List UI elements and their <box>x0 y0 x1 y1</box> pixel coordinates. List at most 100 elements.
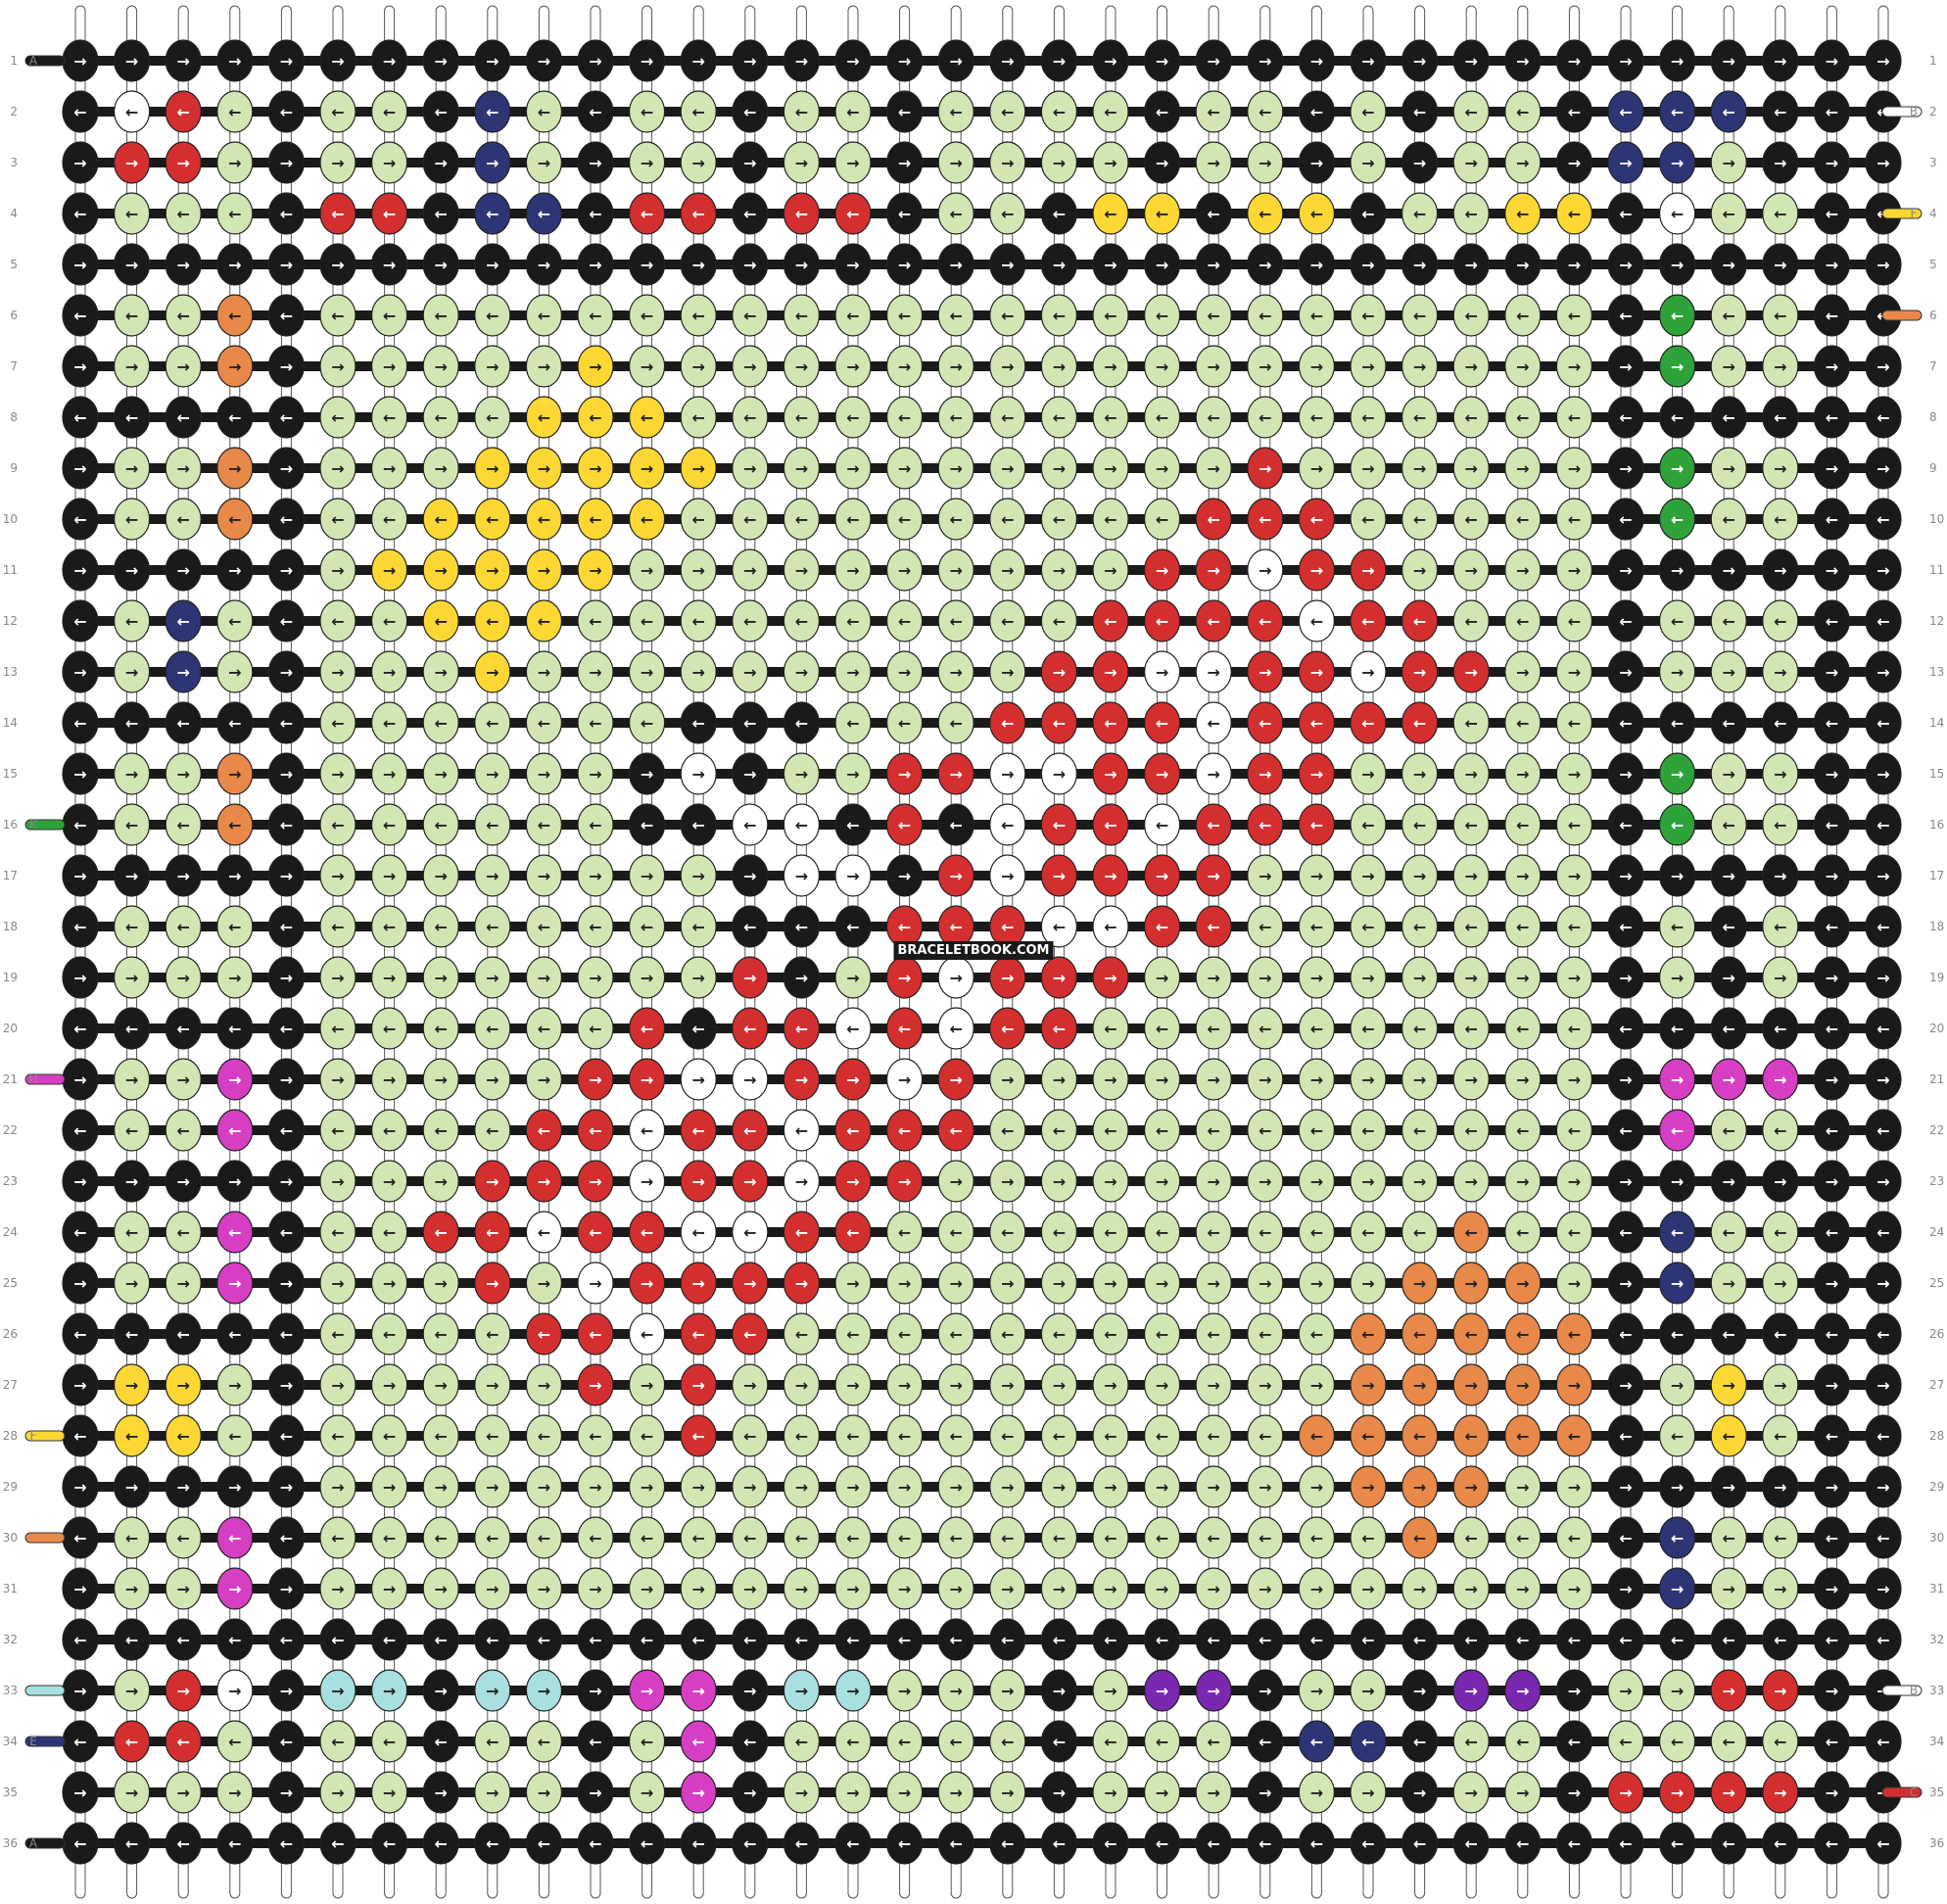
arrow-right-icon: → <box>434 663 447 682</box>
arrow-left-icon: ← <box>1207 714 1219 733</box>
knot: → <box>783 1058 821 1101</box>
arrow-left-icon: ← <box>1826 1529 1838 1547</box>
strand-tag-shape <box>24 1837 66 1849</box>
arrow-right-icon: → <box>1516 459 1529 478</box>
knot-shape <box>783 1160 821 1203</box>
knot: ← <box>1452 701 1490 744</box>
knot-shape <box>783 447 821 490</box>
knot-shape <box>783 1261 821 1305</box>
arrow-left-icon: ← <box>1722 816 1734 834</box>
arrow-left-icon: ← <box>1774 714 1786 733</box>
knot: → <box>1504 447 1542 490</box>
row-number-right: 8 <box>1929 410 1937 424</box>
knot-shape <box>1298 1771 1336 1814</box>
knot-shape <box>1710 243 1747 286</box>
arrow-right-icon: → <box>795 1682 808 1700</box>
arrow-left-icon: ← <box>846 1631 859 1649</box>
knot-shape <box>783 1414 821 1457</box>
knot: → <box>1813 345 1851 388</box>
arrow-left-icon: ← <box>1053 918 1066 936</box>
knot-shape <box>1401 447 1439 490</box>
knot: ← <box>1350 701 1387 744</box>
knot: ← <box>319 803 356 846</box>
knot-shape <box>989 1669 1026 1712</box>
knot-shape <box>1555 192 1593 235</box>
knot-shape <box>422 1109 459 1152</box>
knot: ← <box>422 294 459 337</box>
knot: → <box>1813 1567 1851 1610</box>
knot-shape <box>1658 1567 1696 1610</box>
knot-shape <box>165 905 202 948</box>
arrow-right-icon: → <box>1826 1376 1838 1395</box>
knot: → <box>62 345 99 388</box>
knot-shape <box>628 498 666 541</box>
strand-column <box>229 5 241 1899</box>
knot-shape <box>319 141 356 184</box>
arrow-left-icon: ← <box>331 1223 344 1242</box>
knot-shape <box>628 1771 666 1814</box>
knot-shape <box>267 447 305 490</box>
knot: ← <box>1040 1516 1078 1559</box>
arrow-right-icon: → <box>589 969 601 987</box>
knot-shape <box>1813 294 1851 337</box>
knot: → <box>1607 1058 1644 1101</box>
knot-shape <box>1143 1618 1181 1661</box>
knot: → <box>1710 854 1747 897</box>
knot-shape <box>1247 1058 1284 1101</box>
knot: → <box>1504 854 1542 897</box>
right-strand-tag: C <box>1881 1785 1923 1799</box>
knot-shape <box>267 701 305 744</box>
arrow-right-icon: → <box>1413 663 1426 682</box>
knot-shape <box>628 294 666 337</box>
knot: → <box>1092 447 1129 490</box>
arrow-right-icon: → <box>795 52 808 71</box>
arrow-left-icon: ← <box>1774 510 1786 529</box>
knot-shape <box>525 1007 563 1050</box>
knot: → <box>1195 1363 1232 1406</box>
knot: → <box>989 1160 1026 1203</box>
knot: → <box>1401 1160 1439 1203</box>
knot-shape <box>1762 243 1799 286</box>
arrow-right-icon: → <box>228 1784 241 1802</box>
knot-shape <box>1401 345 1439 388</box>
knot: ← <box>62 701 99 744</box>
arrow-left-icon: ← <box>1568 103 1581 121</box>
knot: → <box>474 1669 511 1712</box>
arrow-left-icon: ← <box>125 408 138 427</box>
knot: ← <box>937 905 974 948</box>
arrow-left-icon: ← <box>1310 1020 1323 1038</box>
knot-shape <box>732 192 769 235</box>
arrow-left-icon: ← <box>1156 510 1168 529</box>
arrow-left-icon: ← <box>846 1529 859 1547</box>
knot: ← <box>1452 1516 1490 1559</box>
knot-shape <box>783 548 821 592</box>
row-number-left: 2 <box>10 105 18 119</box>
knot: ← <box>1247 192 1284 235</box>
knot: → <box>371 1567 408 1610</box>
arrow-right-icon: → <box>1826 561 1838 580</box>
knot: ← <box>319 599 356 643</box>
knot: ← <box>422 396 459 439</box>
knot-shape <box>577 1618 614 1661</box>
arrow-left-icon: ← <box>1774 205 1786 223</box>
knot: ← <box>1607 294 1644 337</box>
arrow-right-icon: → <box>125 765 138 784</box>
knot: → <box>628 39 666 82</box>
arrow-left-icon: ← <box>743 816 756 834</box>
knot-shape <box>577 854 614 897</box>
arrow-left-icon: ← <box>383 816 396 834</box>
arrow-right-icon: → <box>1258 1274 1271 1293</box>
arrow-left-icon: ← <box>486 1733 499 1751</box>
arrow-left-icon: ← <box>1464 1121 1477 1140</box>
knot: → <box>885 650 924 693</box>
arrow-right-icon: → <box>1361 459 1374 478</box>
arrow-right-icon: → <box>1671 1376 1684 1395</box>
arrow-left-icon: ← <box>1413 1733 1426 1751</box>
knot-shape <box>1813 1058 1851 1101</box>
knot: → <box>783 345 821 388</box>
knot: → <box>1710 1465 1747 1508</box>
knot-shape <box>1143 345 1181 388</box>
arrow-right-icon: → <box>176 1580 189 1598</box>
row-band <box>71 463 1893 473</box>
arrow-left-icon: ← <box>1310 918 1323 936</box>
